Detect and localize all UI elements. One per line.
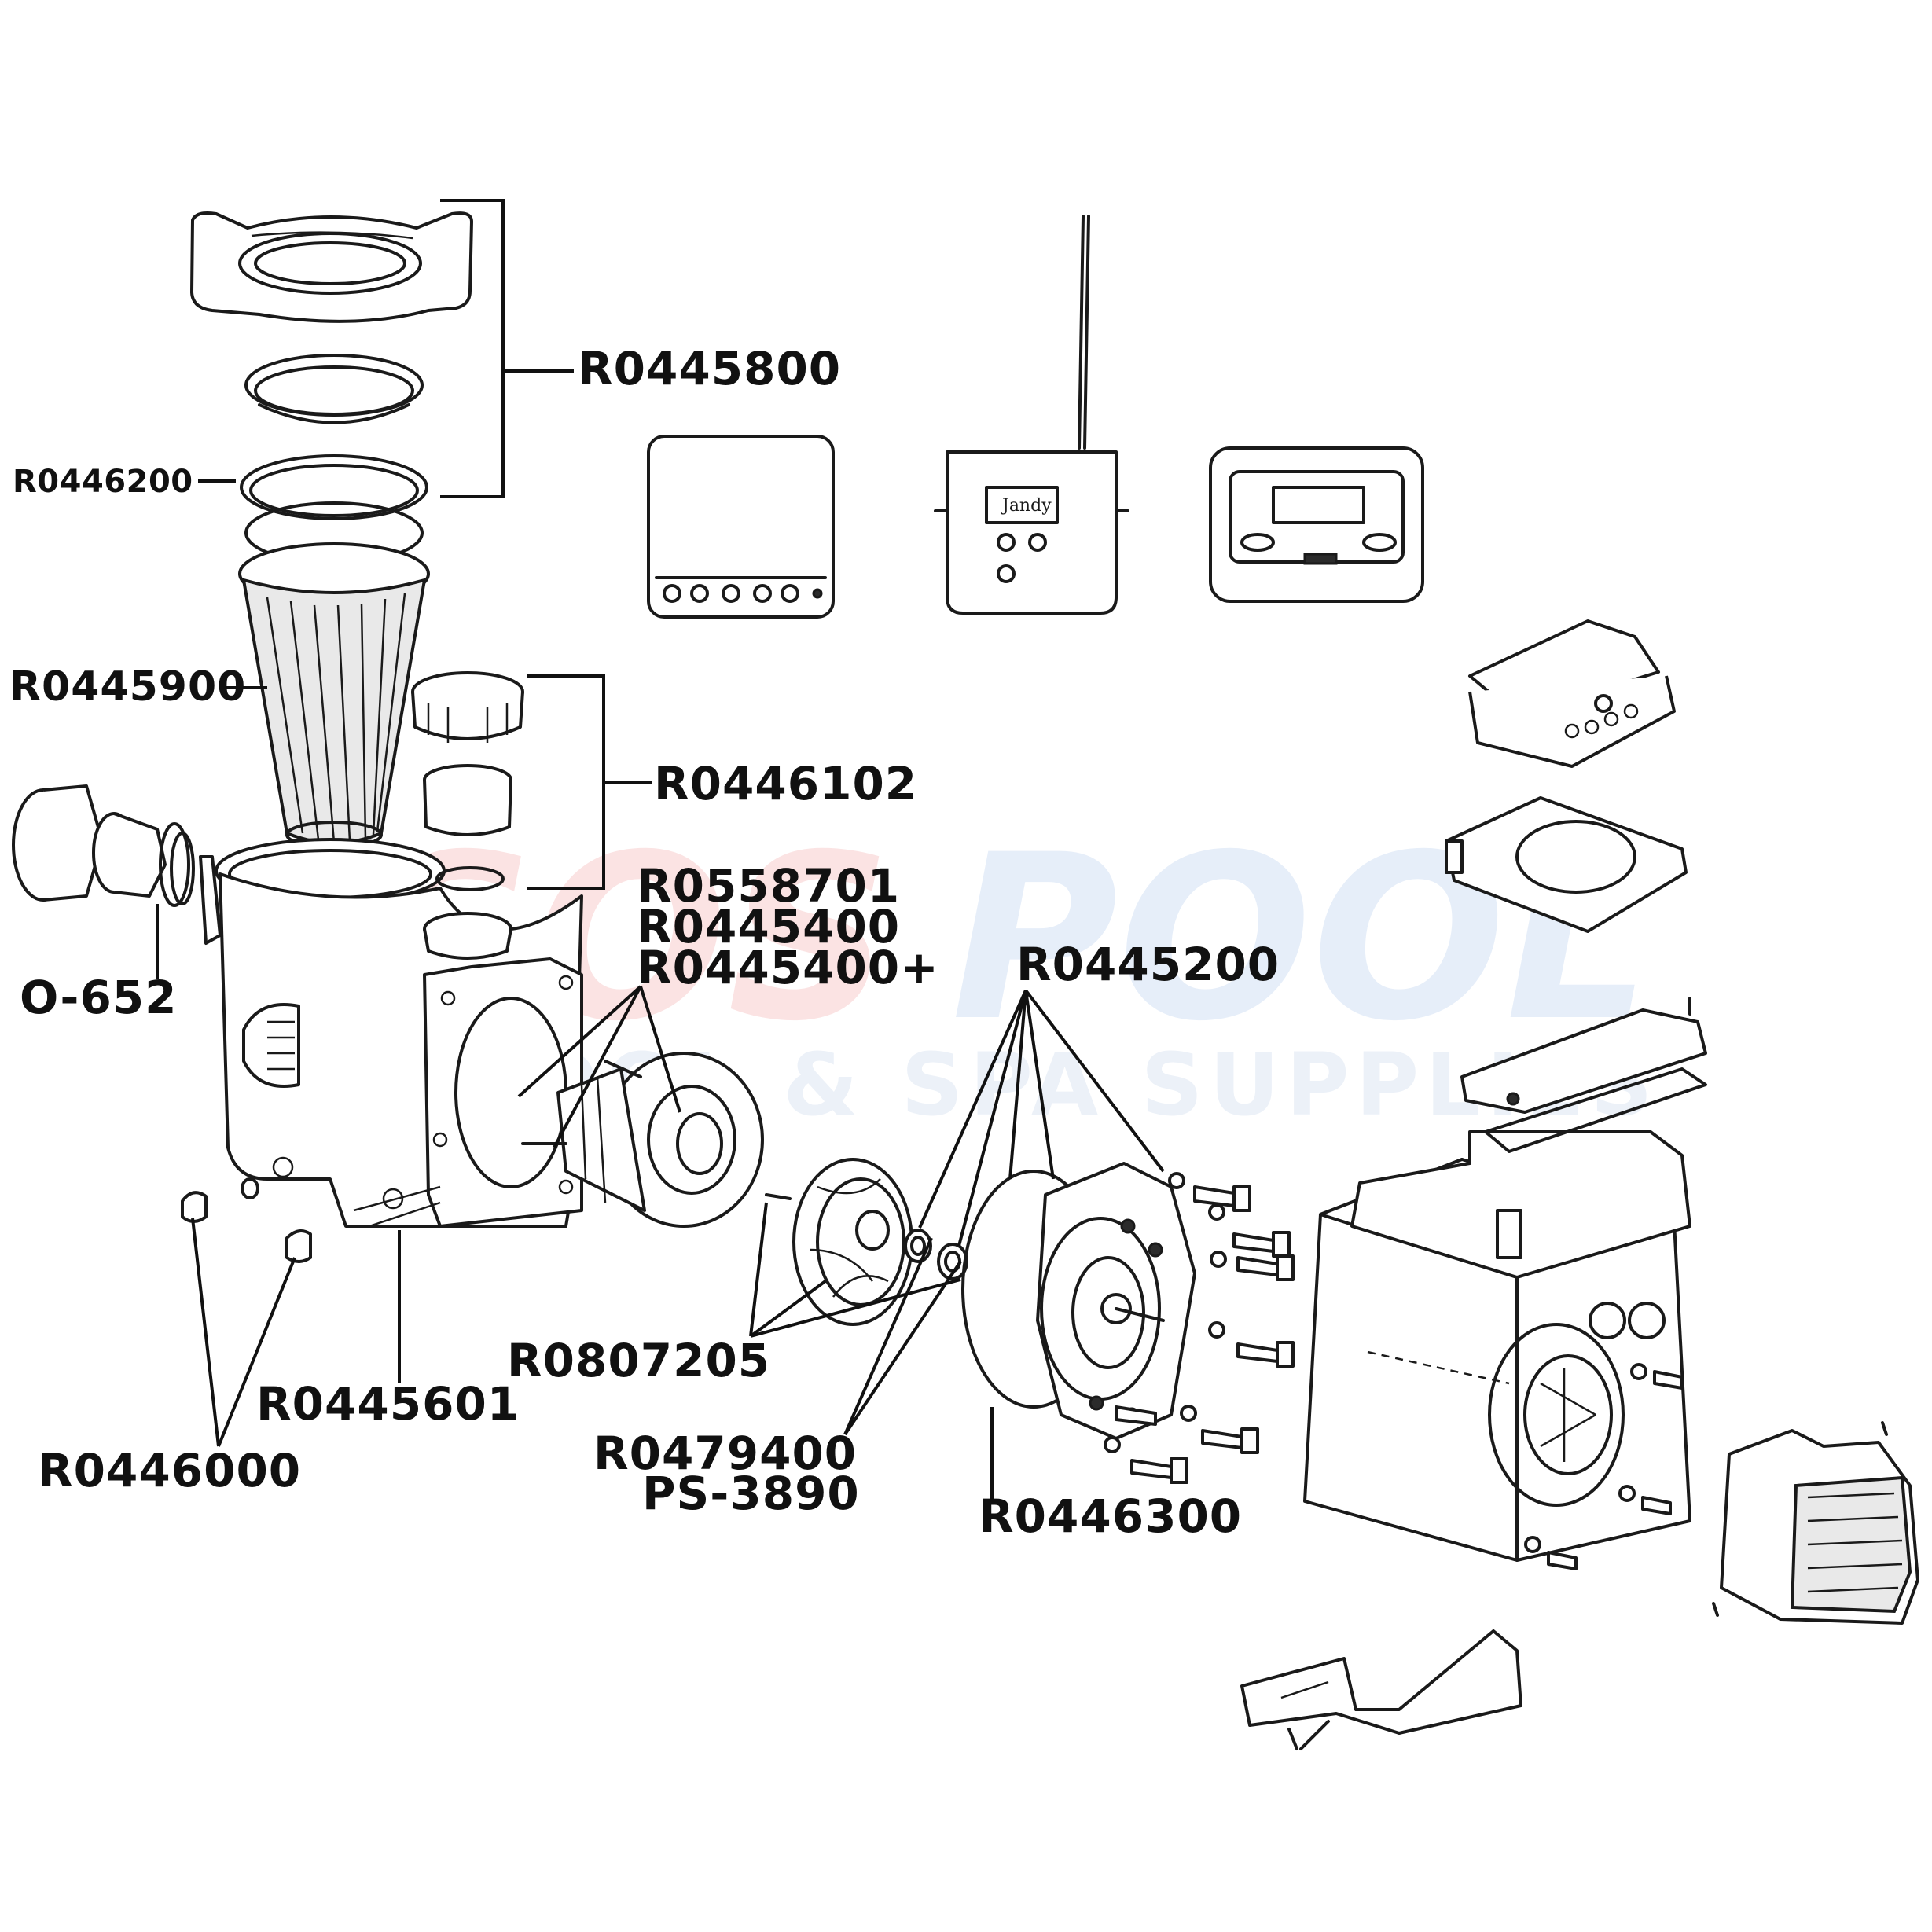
touch-control-bracket [1445,796,1688,933]
motor-bolts [1524,1363,1684,1570]
label-diffuser-b: R0445400 [637,900,901,953]
union-tailpiece-part [423,764,512,836]
motor-part [1303,1130,1691,1562]
touch-control-lid [1468,619,1676,768]
leader-lines [156,199,1165,1501]
label-hardware: R0445200 [1016,938,1280,991]
wireless-transceiver: Jandy [934,215,1129,615]
pump-housing-part [199,838,583,1228]
label-impeller: R0807205 [507,1334,771,1387]
lock-ring-part [190,211,473,323]
label-seal-a: R0479400 [593,1427,858,1480]
label-cover-kit: R0445800 [578,342,842,395]
label-seal-b: PS-3890 [642,1467,860,1520]
side-union-part [12,784,195,907]
bolt-set [1104,1172,1295,1484]
drain-plug-part [181,1177,312,1263]
label-basket: R0445900 [9,663,247,711]
label-diffuser-c: R0445400+ [637,941,939,994]
shaft-seal-part [904,1229,968,1280]
label-drain-plug: R0446000 [38,1444,302,1497]
label-diffuser-a: R0558701 [637,859,901,913]
motor-base-part [1240,1629,1522,1750]
label-housing: R0445601 [256,1377,520,1431]
seal-plate-part [1036,1162,1196,1440]
motor-cover-plate [1460,997,1707,1153]
strainer-lid-part [244,354,424,424]
label-seal-plate: R0446300 [979,1489,1243,1543]
diffuser-part [521,1052,764,1228]
aqualink-panel [1209,446,1424,603]
union-nut-part [411,671,524,743]
fan-cover-part [1712,1421,1919,1625]
label-union-kit: R0446102 [654,757,918,810]
strainer-basket-part [238,542,430,849]
transceiver-brand: Jandy [1001,496,1052,516]
label-lid-oring: R0446200 [13,464,193,500]
wall-controller [647,435,835,619]
label-union-oring: O-652 [20,971,178,1024]
union-oring-part [435,866,505,891]
